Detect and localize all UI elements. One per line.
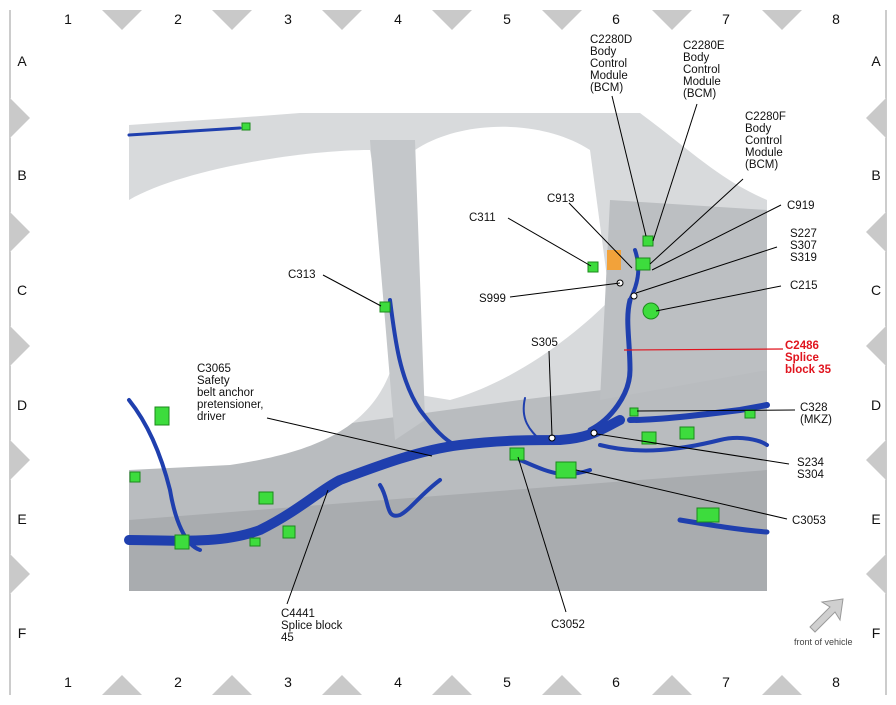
callout-c215: C215: [790, 280, 818, 292]
col-label: 7: [722, 11, 730, 27]
front-of-vehicle-label: front of vehicle: [794, 637, 853, 647]
col-label: 2: [174, 11, 182, 27]
col-label: 6: [612, 674, 620, 690]
row-label: B: [871, 167, 881, 183]
callout-c2486: C2486 Splice block 35: [785, 340, 832, 376]
leader-lines: [266, 95, 796, 613]
col-label: 4: [394, 11, 402, 27]
callout-s305: S305: [531, 337, 558, 349]
row-label: A: [17, 53, 27, 69]
callout-c919: C919: [787, 200, 815, 212]
callout-c313: C313: [288, 269, 316, 281]
callout-c3065: C3065 Safety belt anchor pretensioner, d…: [197, 363, 264, 423]
callout-c2280d: C2280D Body Control Module (BCM): [590, 34, 633, 94]
connectors: [129, 122, 756, 550]
col-label: 4: [394, 674, 402, 690]
row-label: A: [871, 53, 881, 69]
row-label: E: [17, 511, 27, 527]
row-label: F: [17, 625, 27, 641]
col-label: 1: [64, 11, 72, 27]
row-label: B: [17, 167, 27, 183]
callout-c913: C913: [547, 193, 575, 205]
col-label: 2: [174, 674, 182, 690]
callout-c2280e: C2280E Body Control Module (BCM): [683, 40, 725, 100]
row-label: E: [871, 511, 881, 527]
wiring-harness: [124, 126, 770, 552]
row-label: D: [870, 397, 882, 413]
col-label: 8: [832, 11, 840, 27]
row-label: C: [16, 282, 28, 298]
col-label: 5: [503, 11, 511, 27]
col-label: 3: [284, 11, 292, 27]
row-label: C: [870, 282, 882, 298]
col-label: 8: [832, 674, 840, 690]
callout-s234: S234 S304: [797, 457, 824, 481]
callout-c3052: C3052: [551, 619, 585, 631]
border-markers: [10, 10, 886, 695]
col-label: 6: [612, 11, 620, 27]
splice-markers: [548, 279, 638, 442]
callout-c328: C328 (MKZ): [800, 402, 832, 426]
callout-c2280f: C2280F Body Control Module (BCM): [745, 111, 786, 171]
callout-c3053: C3053: [792, 515, 826, 527]
col-label: 3: [284, 674, 292, 690]
orange-component: [607, 250, 621, 270]
col-label: 5: [503, 674, 511, 690]
callout-c311: C311: [469, 212, 496, 224]
callout-s227: S227 S307 S319: [790, 228, 817, 264]
arrow-icon: [809, 598, 844, 633]
col-label: 1: [64, 674, 72, 690]
c2486-leader: [623, 348, 784, 351]
row-label: D: [16, 397, 28, 413]
callout-c4441: C4441 Splice block 45: [281, 608, 343, 644]
row-label: F: [871, 625, 881, 641]
callout-s999: S999: [479, 293, 506, 305]
col-label: 7: [722, 674, 730, 690]
